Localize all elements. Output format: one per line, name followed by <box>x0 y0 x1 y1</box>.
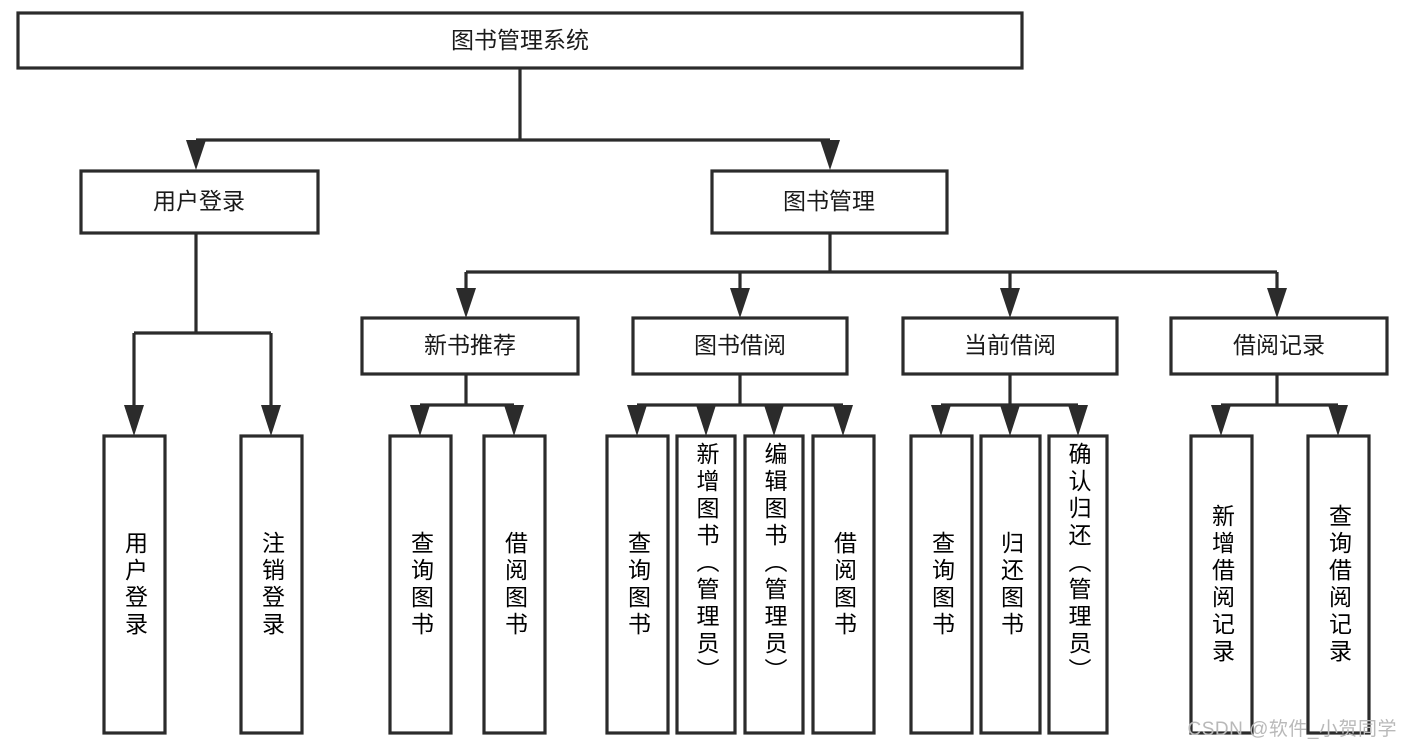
arrow-head-leaf-query-book-3 <box>931 405 951 436</box>
node-book-borrow[interactable]: 图书借阅 <box>631 316 849 376</box>
node-leaf-return-book[interactable]: 归还图书 <box>979 434 1042 735</box>
node-leaf-confirm-return-label: 确认归还（管理员） <box>1065 442 1091 685</box>
node-leaf-query-book-3-label: 查询图书 <box>928 530 955 639</box>
node-leaf-query-book-1[interactable]: 查询图书 <box>388 434 453 735</box>
node-leaf-query-book-1-box[interactable] <box>388 434 453 735</box>
node-leaf-borrow-book-1-label: 借阅图书 <box>501 530 528 639</box>
connector-group-borrow-record <box>1211 374 1348 436</box>
node-leaf-confirm-return[interactable]: 确认归还（管理员） <box>1047 434 1109 735</box>
arrow-head-leaf-query-book-2 <box>627 405 647 436</box>
node-borrow-record-box[interactable] <box>1169 316 1389 376</box>
node-new-book-rec-label: 新书推荐 <box>424 332 516 358</box>
node-user-login-label: 用户登录 <box>153 188 245 214</box>
node-root-label: 图书管理系统 <box>451 27 589 53</box>
arrow-head-leaf-add-book <box>696 405 716 436</box>
arrow-head-leaf-logout <box>261 405 281 436</box>
node-leaf-add-record-label: 新增借阅记录 <box>1208 503 1235 666</box>
node-book-manage-label: 图书管理 <box>783 188 875 214</box>
node-leaf-query-book-2-label: 查询图书 <box>624 530 651 639</box>
node-leaf-query-record-box[interactable] <box>1306 434 1371 735</box>
connector-group-new-book-rec <box>410 374 524 436</box>
node-book-manage[interactable]: 图书管理 <box>710 169 949 235</box>
connector-group-user-login <box>124 233 281 436</box>
node-leaf-confirm-return-box[interactable] <box>1047 434 1109 735</box>
node-leaf-add-book[interactable]: 新增图书（管理员） <box>675 434 737 735</box>
node-user-login[interactable]: 用户登录 <box>79 169 320 235</box>
node-leaf-borrow-book-1-box[interactable] <box>482 434 547 735</box>
node-leaf-user-login-label: 用户登录 <box>121 530 148 639</box>
node-leaf-user-login[interactable]: 用户登录 <box>102 434 167 735</box>
node-leaf-add-book-label: 新增图书（管理员） <box>693 442 719 685</box>
node-leaf-return-book-label: 归还图书 <box>997 530 1024 639</box>
node-leaf-logout[interactable]: 注销登录 <box>239 434 304 735</box>
arrow-head-user-login <box>186 140 206 170</box>
node-borrow-record-label: 借阅记录 <box>1233 332 1325 358</box>
node-book-borrow-box[interactable] <box>631 316 849 376</box>
node-leaf-add-record-box[interactable] <box>1189 434 1254 735</box>
node-leaf-query-record[interactable]: 查询借阅记录 <box>1306 434 1371 735</box>
node-root[interactable]: 图书管理系统 <box>16 11 1024 70</box>
node-leaf-borrow-book-2-box[interactable] <box>811 434 876 735</box>
node-leaf-borrow-book-1[interactable]: 借阅图书 <box>482 434 547 735</box>
node-current-borrow-box[interactable] <box>901 316 1119 376</box>
node-leaf-query-book-2-box[interactable] <box>605 434 670 735</box>
node-leaf-return-book-box[interactable] <box>979 434 1042 735</box>
node-leaf-query-book-3[interactable]: 查询图书 <box>909 434 974 735</box>
connector-group-book-borrow <box>627 374 853 436</box>
node-leaf-query-book-2[interactable]: 查询图书 <box>605 434 670 735</box>
node-current-borrow[interactable]: 当前借阅 <box>901 316 1119 376</box>
node-leaf-logout-label: 注销登录 <box>258 530 285 639</box>
node-borrow-record[interactable]: 借阅记录 <box>1169 316 1389 376</box>
arrow-head-book-manage <box>820 140 840 170</box>
node-leaf-edit-book-label: 编辑图书（管理员） <box>761 442 787 685</box>
arrow-head-leaf-add-record <box>1211 405 1231 436</box>
arrow-head-borrow-record <box>1267 288 1287 318</box>
node-new-book-rec[interactable]: 新书推荐 <box>360 316 580 376</box>
node-book-borrow-label: 图书借阅 <box>694 332 786 358</box>
node-leaf-logout-box[interactable] <box>239 434 304 735</box>
node-current-borrow-label: 当前借阅 <box>964 332 1056 358</box>
arrow-head-leaf-query-record <box>1328 405 1348 436</box>
arrow-head-book-borrow <box>730 288 750 318</box>
node-leaf-edit-book[interactable]: 编辑图书（管理员） <box>743 434 805 735</box>
node-leaf-add-record[interactable]: 新增借阅记录 <box>1189 434 1254 735</box>
arrow-head-leaf-confirm-return <box>1068 405 1088 436</box>
arrow-head-leaf-query-book-1 <box>410 405 430 436</box>
node-leaf-borrow-book-2-label: 借阅图书 <box>830 530 857 639</box>
node-book-manage-box[interactable] <box>710 169 949 235</box>
node-user-login-box[interactable] <box>79 169 320 235</box>
arrow-head-leaf-edit-book <box>764 405 784 436</box>
arrow-head-leaf-user-login <box>124 405 144 436</box>
arrow-head-leaf-borrow-book-2 <box>833 405 853 436</box>
arrow-head-leaf-return-book <box>1000 405 1020 436</box>
connector-group-current-borrow <box>931 374 1088 436</box>
connector-group-book-manage <box>456 233 1287 318</box>
node-leaf-add-book-box[interactable] <box>675 434 737 735</box>
arrow-head-current-borrow <box>1000 288 1020 318</box>
node-leaf-query-book-3-box[interactable] <box>909 434 974 735</box>
connector-group-root <box>186 68 840 170</box>
arrow-head-new-book-rec <box>456 288 476 318</box>
node-leaf-edit-book-box[interactable] <box>743 434 805 735</box>
node-leaf-borrow-book-2[interactable]: 借阅图书 <box>811 434 876 735</box>
node-leaf-query-book-1-label: 查询图书 <box>407 530 434 639</box>
node-root-box[interactable] <box>16 11 1024 70</box>
arrow-head-leaf-borrow-book-1 <box>504 405 524 436</box>
node-leaf-query-record-label: 查询借阅记录 <box>1325 503 1352 666</box>
node-leaf-user-login-box[interactable] <box>102 434 167 735</box>
node-new-book-rec-box[interactable] <box>360 316 580 376</box>
